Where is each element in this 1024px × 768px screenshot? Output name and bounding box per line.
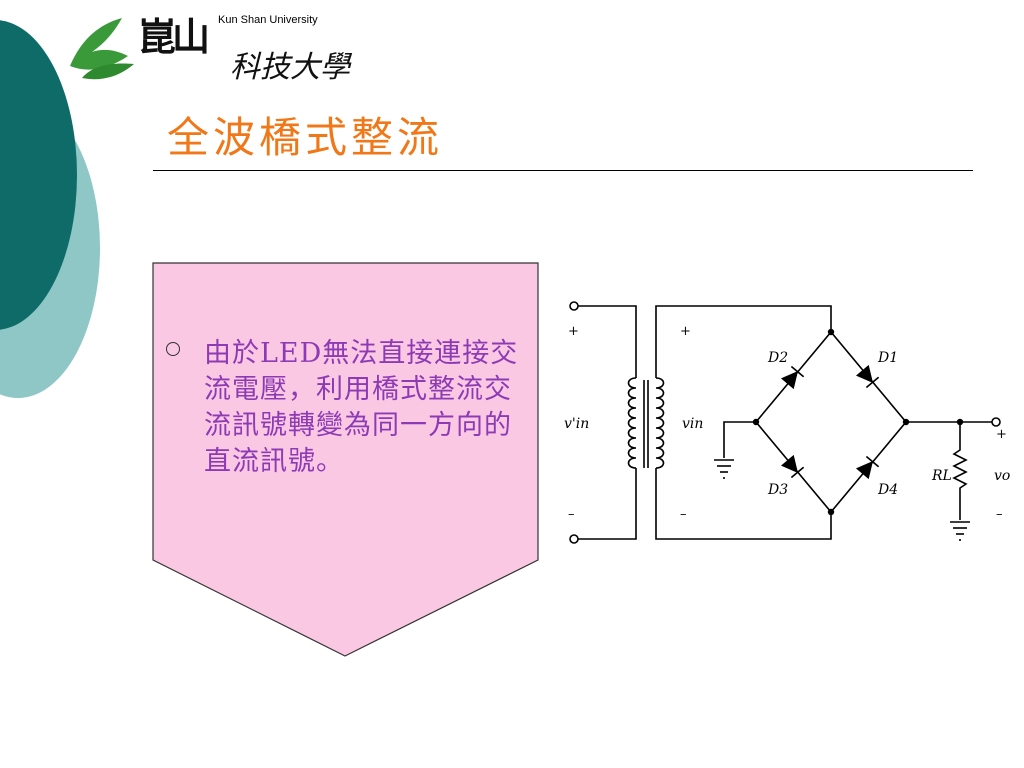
university-logo: 崑山 Kun Shan University 科技大學 bbox=[62, 2, 382, 88]
decorative-circles bbox=[0, 20, 100, 398]
primary-coil bbox=[627, 377, 637, 469]
ground-symbol-right bbox=[950, 521, 970, 541]
terminal-bottom-left bbox=[569, 534, 579, 544]
diode-d4 bbox=[855, 455, 880, 480]
sign-minus-secondary: – bbox=[680, 507, 687, 522]
bullet-text: 由於LED無法直接連接交流電壓，利用橋式整流交流訊號轉變為同一方向的直流訊號。 bbox=[204, 338, 519, 477]
logo-chinese-name: 崑山 bbox=[138, 14, 210, 59]
label-d4: D4 bbox=[877, 482, 898, 498]
logo-leaf-icon bbox=[70, 18, 134, 80]
sign-minus-primary: – bbox=[568, 507, 575, 522]
title-divider bbox=[153, 170, 973, 171]
terminal-top-left bbox=[569, 301, 579, 311]
terminal-output-top bbox=[991, 417, 1001, 427]
sign-plus-output: + bbox=[996, 427, 1007, 442]
label-rl: RL bbox=[931, 468, 952, 484]
sign-plus-secondary: + bbox=[680, 324, 691, 339]
label-d1: D1 bbox=[877, 350, 898, 366]
label-d3: D3 bbox=[767, 482, 788, 498]
logo-chinese-suffix: 科技大學 bbox=[230, 50, 350, 85]
bridge-rectifier-diagram: D2 D1 D3 D4 RL v'in vin vo + – + – + – bbox=[564, 301, 1010, 544]
secondary-coil bbox=[655, 377, 665, 469]
diode-d1 bbox=[855, 364, 880, 389]
sign-minus-output: – bbox=[996, 507, 1003, 522]
logo-english-name: Kun Shan University bbox=[218, 14, 318, 26]
diode-d2 bbox=[780, 365, 805, 390]
sign-plus-primary: + bbox=[568, 324, 579, 339]
label-vin: vin bbox=[682, 416, 703, 432]
label-vin-primary: v'in bbox=[564, 416, 589, 432]
diode-d3 bbox=[780, 454, 805, 479]
ground-symbol-left bbox=[714, 459, 734, 479]
label-d2: D2 bbox=[767, 350, 788, 366]
slide-title: 全波橋式整流 bbox=[167, 113, 444, 162]
callout-arrow-shape bbox=[152, 262, 539, 657]
bullet-circle-icon bbox=[166, 342, 180, 356]
label-vo: vo bbox=[994, 468, 1010, 484]
dark-teal-circle bbox=[0, 20, 77, 330]
